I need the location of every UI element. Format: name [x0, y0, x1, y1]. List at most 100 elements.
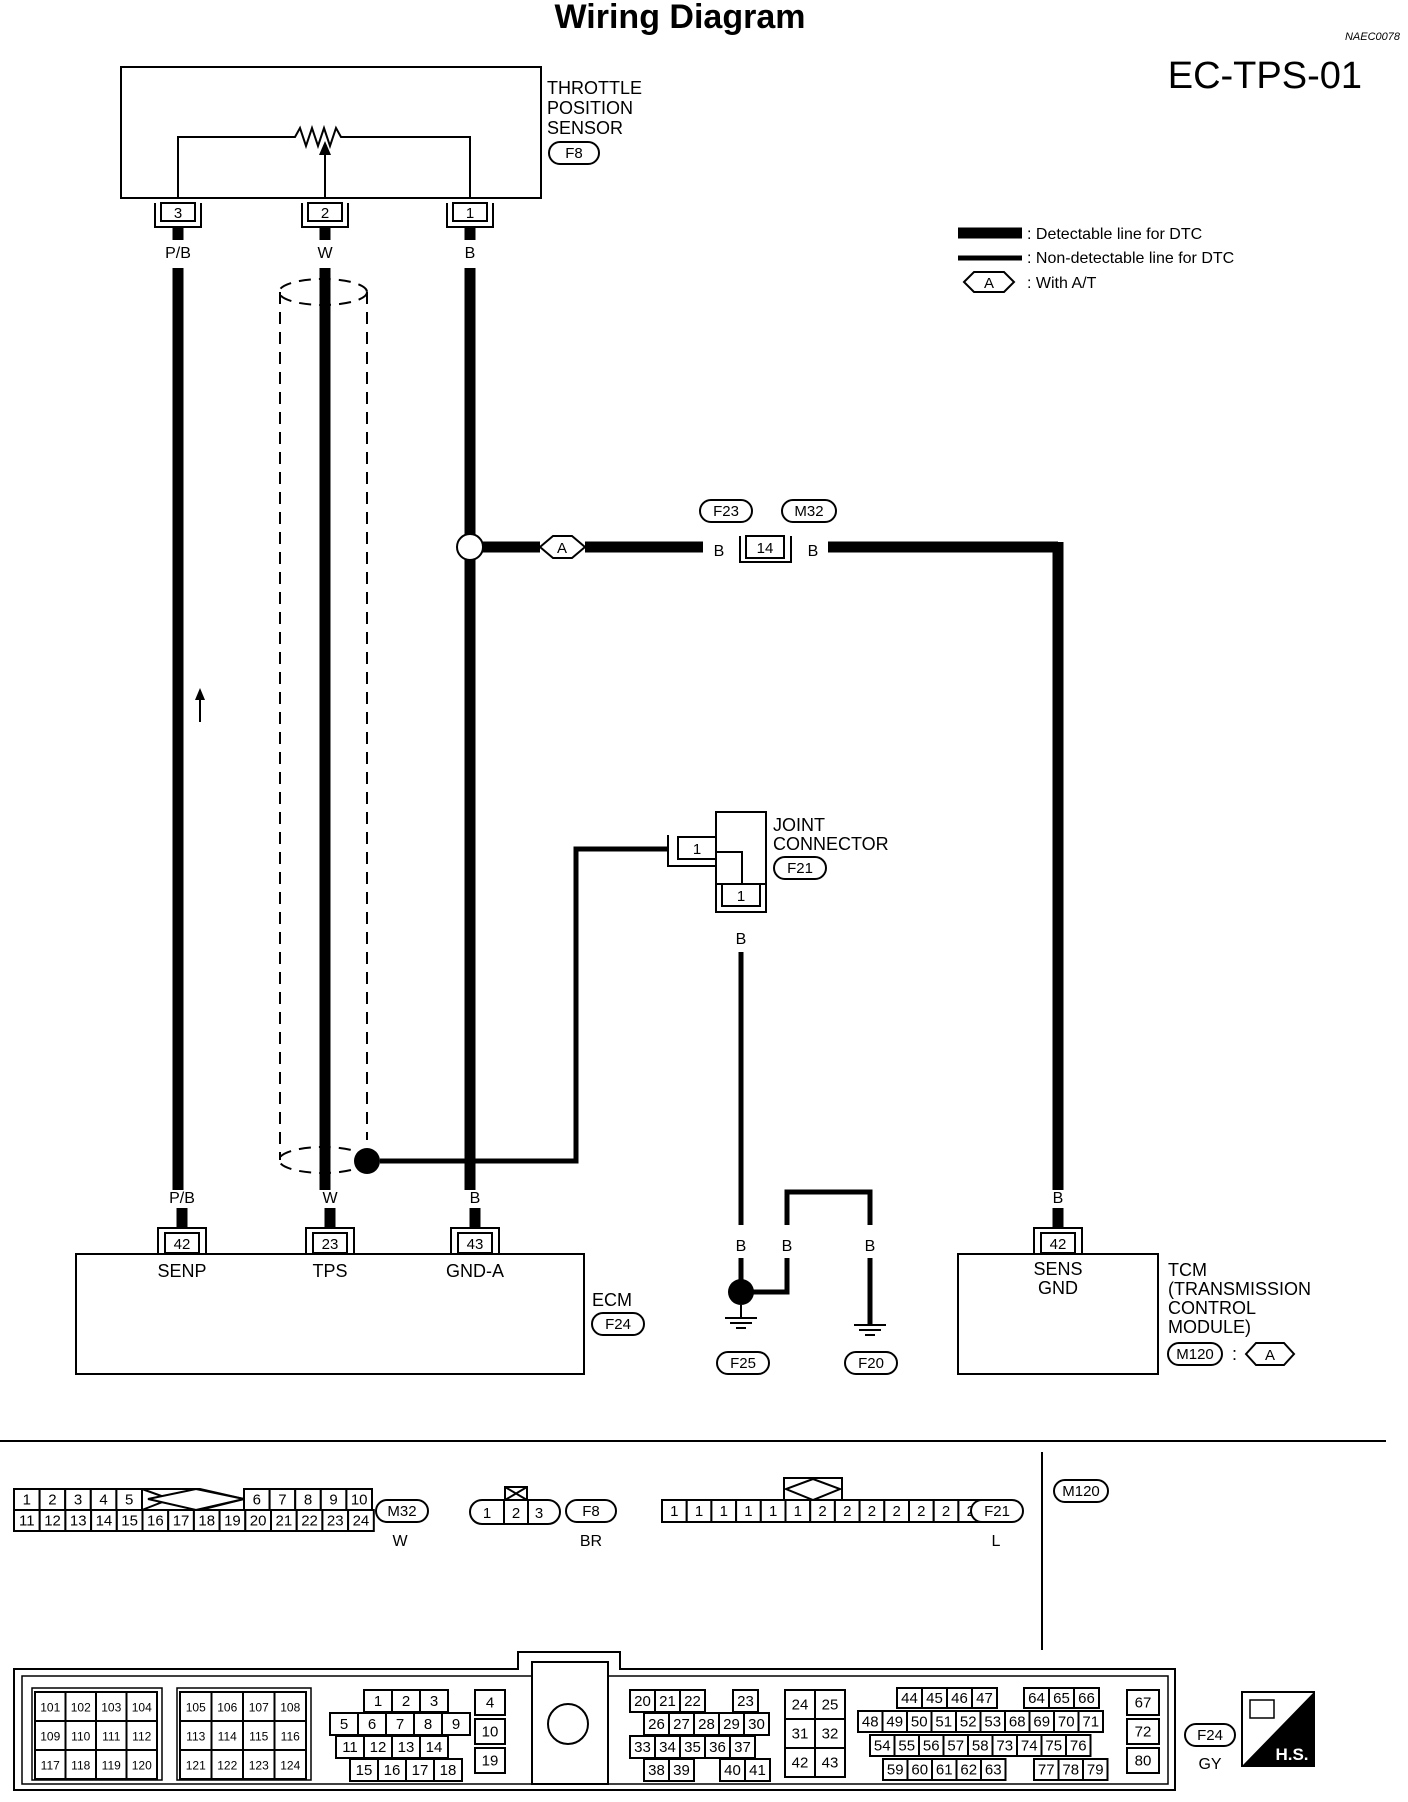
f24-pin-69-label: 69	[1033, 1714, 1050, 1731]
f24-pin-101-label: 101	[40, 1701, 60, 1715]
tcm-terminal-line1: SENS	[1033, 1259, 1082, 1279]
tps-wire-color-3: P/B	[165, 245, 191, 262]
f24-pin-120-label: 120	[132, 1759, 152, 1773]
hs-badge-fill	[1242, 1692, 1314, 1766]
f24-pin-65-label: 65	[1053, 1690, 1070, 1707]
f24-pin-74-label: 74	[1021, 1738, 1038, 1755]
f24-pin-39	[668, 1758, 695, 1782]
f24-pin-38-label: 38	[648, 1762, 665, 1779]
gnd-splice-open	[456, 533, 484, 561]
f24-pin-64-label: 64	[1028, 1690, 1045, 1707]
tcm-name-line4: MODULE)	[1168, 1317, 1251, 1337]
tps-body	[120, 66, 542, 199]
f21-color: L	[992, 1533, 1001, 1550]
f24-pin-41-label: 41	[749, 1762, 766, 1779]
f24-pin-79	[1082, 1758, 1109, 1781]
tps-wiper-arrow-icon	[319, 141, 331, 155]
f24-pin-18	[433, 1758, 463, 1782]
f24-pin-66	[1073, 1687, 1100, 1709]
joint-connector-code: F21	[787, 860, 813, 877]
m32-pin-22-label: 22	[301, 1513, 318, 1530]
f21-pin-1-label: 1	[695, 1503, 703, 1520]
f24-pin-63-label: 63	[985, 1762, 1002, 1779]
f24-pin-19-label: 19	[482, 1753, 499, 1770]
f21-badge	[970, 1499, 1024, 1523]
shield-drain-splice	[354, 1148, 380, 1174]
f24-pin-109-label: 109	[40, 1730, 60, 1744]
m32-pin-23-label: 23	[327, 1513, 344, 1530]
f24-pin-103-label: 103	[101, 1701, 121, 1715]
f24-pin-123-label: 123	[249, 1759, 269, 1773]
joint-name-line1: JOINT	[773, 815, 825, 835]
m32-pin-10-label: 10	[351, 1492, 368, 1509]
f24-pin-1-label: 1	[374, 1693, 382, 1710]
f24-pin-104	[125, 1691, 158, 1722]
senp-flow-arrow-icon	[195, 688, 205, 700]
ground-f25-badge	[716, 1351, 770, 1375]
f21-pin-6-label: 2	[818, 1503, 826, 1520]
inline-right-code: M32	[794, 503, 823, 520]
f8-color: BR	[580, 1533, 602, 1550]
m32-pin-24-label: 24	[353, 1513, 370, 1530]
tcm-colon: :	[1232, 1344, 1237, 1364]
f24-pin-119-label: 119	[102, 1759, 121, 1773]
wires: A	[172, 227, 1064, 1325]
f24-pin-101	[34, 1691, 67, 1722]
f24-pin-63	[980, 1758, 1007, 1781]
f24-pin-114-label: 114	[218, 1730, 237, 1744]
f24-pin-40-label: 40	[724, 1762, 741, 1779]
f24-pin-70-label: 70	[1058, 1714, 1075, 1731]
tcm-connector-badge	[1167, 1342, 1223, 1366]
f24-pin-9-label: 9	[452, 1716, 460, 1733]
ecm-pin-23-label: 23	[322, 1236, 339, 1253]
page-code: EC-TPS-01	[1168, 55, 1362, 97]
f24-pin-71	[1077, 1710, 1104, 1733]
tps-pin-2	[307, 202, 343, 222]
f21-pin-4-label: 1	[769, 1503, 777, 1520]
m32-pin-1-label: 1	[23, 1492, 31, 1509]
joint-side-pin-label: 1	[693, 841, 701, 858]
f24-pin-56-label: 56	[923, 1738, 940, 1755]
f21-pin-5-label: 1	[794, 1503, 802, 1520]
f24-pin-68-label: 68	[1009, 1714, 1026, 1731]
f24-pin-110-label: 110	[71, 1730, 90, 1744]
f24-pin-21-label: 21	[659, 1693, 676, 1710]
inline-color-right: B	[808, 543, 819, 560]
f24-pin-25-label: 25	[822, 1697, 839, 1714]
f24-pin-30	[743, 1712, 770, 1736]
page-title: Wiring Diagram	[555, 0, 806, 36]
f24-pin-105	[179, 1691, 213, 1722]
ecm-connector-code: F24	[605, 1316, 631, 1333]
f21-pin-10-label: 2	[917, 1503, 925, 1520]
f24-pin-5-label: 5	[340, 1716, 348, 1733]
f24-pin-46-label: 46	[951, 1690, 968, 1707]
f24-pin-116-label: 116	[281, 1730, 300, 1744]
f24-badge	[1184, 1723, 1236, 1747]
f24-pin-62-label: 62	[960, 1762, 977, 1779]
m32-pin-19-label: 19	[224, 1513, 241, 1530]
f24-pin-71-label: 71	[1082, 1714, 1099, 1731]
tcm-body	[957, 1253, 1159, 1375]
inline-connector: F23 M32 B 14 B	[699, 499, 837, 563]
f21-pin-11-label: 2	[942, 1503, 950, 1520]
f8-pin-1: 1	[483, 1505, 491, 1522]
joint-connector-badge	[773, 856, 827, 880]
ecm-body	[75, 1253, 585, 1375]
f24-pin-33-label: 33	[634, 1739, 651, 1756]
m32-pin-24	[347, 1509, 375, 1532]
f24-pin-34-label: 34	[659, 1739, 676, 1756]
ecm-pin-23-bracket	[305, 1227, 355, 1254]
f24-pin-36-label: 36	[709, 1739, 726, 1756]
f24-pin-115-label: 115	[249, 1730, 268, 1744]
inline-right-badge	[781, 499, 837, 523]
f24-pin-106-label: 106	[217, 1701, 237, 1715]
f21-pin-7-label: 2	[843, 1503, 851, 1520]
legend-non-detectable-label: : Non-detectable line for DTC	[1027, 250, 1234, 267]
f21-pin-9-label: 2	[892, 1503, 900, 1520]
f24-pin-115	[242, 1720, 276, 1751]
m32-color: W	[392, 1533, 408, 1550]
f24-pin-30-label: 30	[748, 1716, 765, 1733]
f24-pin-113-label: 113	[186, 1730, 205, 1744]
m32-pin-5-label: 5	[125, 1492, 133, 1509]
f24-pin-32	[814, 1718, 846, 1749]
